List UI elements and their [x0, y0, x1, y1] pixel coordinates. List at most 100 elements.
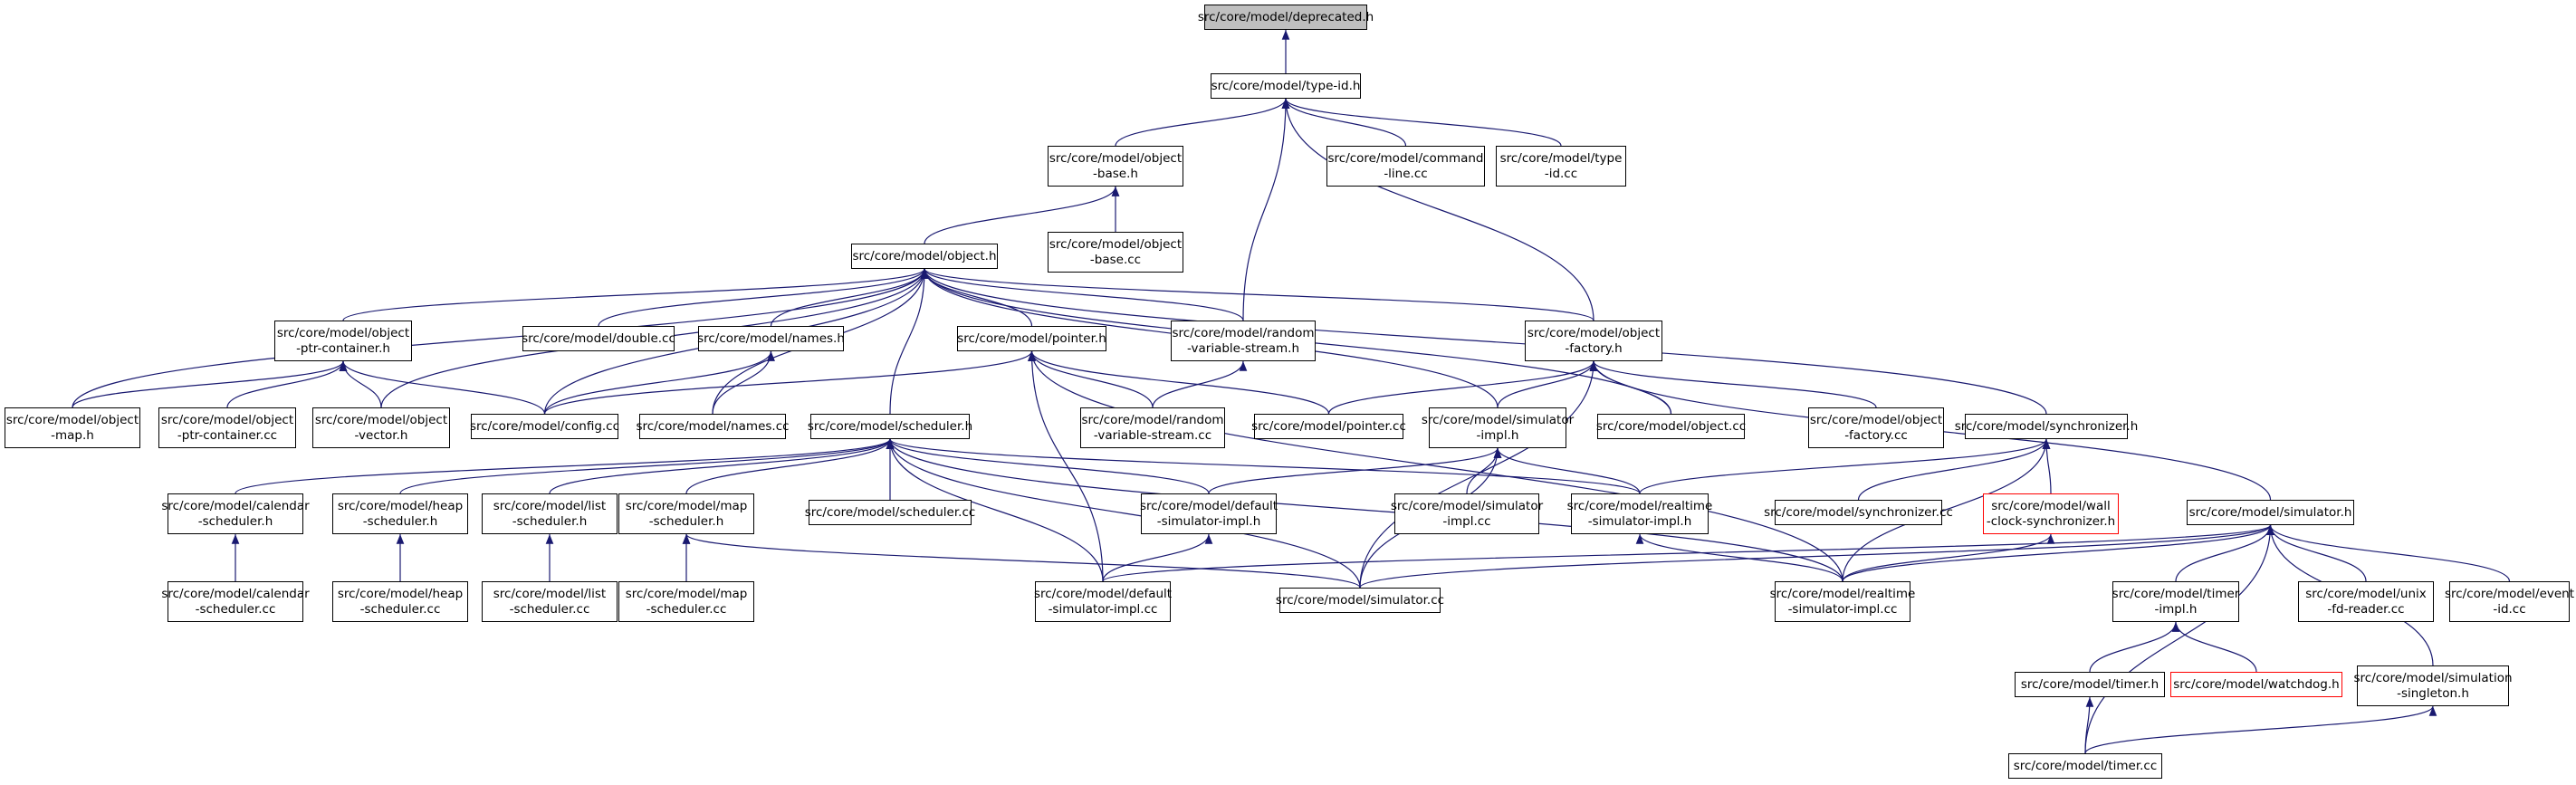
edge-event-id-cc-to-simulator-h — [2266, 524, 2511, 582]
node-label-line: src/core/model/command — [1327, 150, 1484, 166]
node-label-line: -factory.cc — [1844, 427, 1908, 443]
node-calendar-scheduler-h[interactable]: src/core/model/calendar-scheduler.h — [161, 493, 310, 534]
node-label-line: src/core/model/random — [1172, 325, 1315, 340]
edge-realtime-simulator-impl-cc-to-pointer-h — [1028, 350, 1843, 582]
node-synchronizer-h[interactable]: src/core/model/synchronizer.h — [1955, 414, 2138, 439]
edge-object-map-h-to-object-h — [72, 268, 929, 408]
node-object-base-h[interactable]: src/core/model/object-base.h — [1048, 146, 1183, 187]
node-type-id-cc[interactable]: src/core/model/type-id.cc — [1496, 146, 1626, 187]
edge-list-scheduler-h-to-scheduler-h — [549, 438, 895, 494]
node-pointer-h[interactable]: src/core/model/pointer.h — [957, 326, 1106, 351]
node-pointer-cc[interactable]: src/core/model/pointer.cc — [1251, 414, 1406, 439]
node-label-line: -impl.h — [2154, 601, 2198, 617]
edge-names-cc-to-names-h — [712, 350, 775, 415]
node-label-line: src/core/model/object.h — [852, 248, 997, 263]
node-random-variable-stream-h[interactable]: src/core/model/random-variable-stream.h — [1171, 321, 1316, 361]
node-timer-impl-h[interactable]: src/core/model/timer-impl.h — [2112, 581, 2239, 622]
node-object-map-h[interactable]: src/core/model/object-map.h — [5, 407, 140, 448]
node-object-ptr-container-cc[interactable]: src/core/model/object-ptr-container.cc — [158, 407, 296, 448]
edge-realtime-simulator-impl-cc-to-simulator-h — [1842, 524, 2274, 582]
node-default-simulator-impl-cc[interactable]: src/core/model/default-simulator-impl.cc — [1034, 581, 1172, 622]
node-label-line: src/core/model/object — [160, 412, 294, 427]
edge-default-simulator-impl-cc-to-default-simulator-impl-h — [1102, 533, 1213, 582]
node-type-id-h[interactable]: src/core/model/type-id.h — [1211, 73, 1361, 99]
node-object-ptr-container-h[interactable]: src/core/model/object-ptr-container.h — [274, 321, 412, 361]
node-label-line: -scheduler.cc — [646, 601, 727, 617]
edge-random-variable-stream-cc-to-random-variable-stream-h — [1152, 360, 1248, 408]
node-label-line: src/core/model/object — [1527, 325, 1661, 340]
node-map-scheduler-cc[interactable]: src/core/model/map-scheduler.cc — [618, 581, 754, 622]
node-simulator-h[interactable]: src/core/model/simulator.h — [2187, 500, 2354, 525]
edge-double-cc-to-object-h — [598, 268, 929, 327]
edge-map-scheduler-h-to-scheduler-h — [685, 438, 895, 494]
node-label-line: src/core/model/default — [1139, 498, 1278, 513]
node-simulator-impl-cc[interactable]: src/core/model/simulator-impl.cc — [1391, 493, 1543, 534]
node-object-cc[interactable]: src/core/model/object.cc — [1596, 414, 1746, 439]
edge-random-variable-stream-h-to-type-id-h — [1242, 98, 1290, 321]
node-double-cc[interactable]: src/core/model/double.cc — [522, 326, 675, 351]
node-label-line: src/core/model/map — [625, 498, 748, 513]
edge-simulator-cc-to-simulator-h — [1359, 524, 2274, 589]
edge-config-cc-to-pointer-h — [543, 350, 1036, 415]
node-event-id-cc[interactable]: src/core/model/event-id.cc — [2445, 581, 2574, 622]
node-unix-fd-reader-cc[interactable]: src/core/model/unix-fd-reader.cc — [2298, 581, 2434, 622]
edge-calendar-scheduler-h-to-scheduler-h — [235, 438, 895, 494]
node-realtime-simulator-impl-cc[interactable]: src/core/model/realtime-simulator-impl.c… — [1770, 581, 1915, 622]
node-heap-scheduler-cc[interactable]: src/core/model/heap-scheduler.cc — [332, 581, 468, 622]
edge-default-simulator-impl-h-to-scheduler-h — [886, 438, 1210, 494]
node-label-line: src/core/model/names.h — [697, 330, 845, 346]
node-wall-clock-synchronizer-h[interactable]: src/core/model/wall-clock-synchronizer.h — [1983, 493, 2119, 534]
node-timer-h[interactable]: src/core/model/timer.h — [2015, 672, 2165, 697]
node-calendar-scheduler-cc[interactable]: src/core/model/calendar-scheduler.cc — [161, 581, 310, 622]
node-simulator-impl-h[interactable]: src/core/model/simulator-impl.h — [1422, 407, 1574, 448]
node-realtime-simulator-impl-h[interactable]: src/core/model/realtime-simulator-impl.h — [1567, 493, 1712, 534]
node-names-h[interactable]: src/core/model/names.h — [697, 326, 845, 351]
node-map-scheduler-h[interactable]: src/core/model/map-scheduler.h — [618, 493, 754, 534]
node-label-line: -fd-reader.cc — [2327, 601, 2405, 617]
node-timer-cc[interactable]: src/core/model/timer.cc — [2008, 753, 2162, 779]
node-label-line: -ptr-container.h — [296, 340, 390, 356]
edge-wall-clock-synchronizer-h-to-synchronizer-h — [2042, 438, 2052, 494]
node-label-line: src/core/model/deprecated.h — [1197, 9, 1374, 24]
node-label-line: -impl.h — [1476, 427, 1519, 443]
edge-simulator-cc-to-scheduler-h — [886, 438, 1361, 589]
node-object-h[interactable]: src/core/model/object.h — [851, 244, 998, 269]
edge-watchdog-h-to-timer-impl-h — [2171, 621, 2257, 673]
node-object-base-cc[interactable]: src/core/model/object-base.cc — [1048, 232, 1183, 273]
edge-object-ptr-container-cc-to-object-ptr-container-h — [226, 360, 348, 408]
node-object-factory-h[interactable]: src/core/model/object-factory.h — [1525, 321, 1662, 361]
edge-realtime-simulator-impl-cc-to-scheduler-h — [886, 438, 1843, 582]
node-label-line: src/core/model/simulator.cc — [1275, 592, 1445, 608]
node-simulator-cc[interactable]: src/core/model/simulator.cc — [1275, 588, 1445, 613]
node-scheduler-cc[interactable]: src/core/model/scheduler.cc — [805, 500, 975, 525]
node-heap-scheduler-h[interactable]: src/core/model/heap-scheduler.h — [332, 493, 468, 534]
node-list-scheduler-cc[interactable]: src/core/model/list-scheduler.cc — [482, 581, 618, 622]
node-object-factory-cc[interactable]: src/core/model/object-factory.cc — [1808, 407, 1944, 448]
edge-config-cc-to-object-ptr-container-h — [339, 360, 546, 415]
node-names-cc[interactable]: src/core/model/names.cc — [636, 414, 790, 439]
node-label-line: src/core/model/pointer.cc — [1251, 418, 1406, 434]
node-label-line: src/core/model/scheduler.cc — [804, 504, 976, 520]
node-list-scheduler-h[interactable]: src/core/model/list-scheduler.h — [482, 493, 618, 534]
node-default-simulator-impl-h[interactable]: src/core/model/default-simulator-impl.h — [1139, 493, 1278, 534]
edge-pointer-cc-to-object-factory-h — [1327, 360, 1598, 415]
node-label-line: src/core/model/event — [2444, 586, 2575, 601]
node-scheduler-h[interactable]: src/core/model/scheduler.h — [808, 414, 972, 439]
node-synchronizer-cc[interactable]: src/core/model/synchronizer.cc — [1764, 500, 1953, 525]
node-label-line: src/core/model/random — [1081, 412, 1224, 427]
edge-config-cc-to-names-h — [543, 350, 775, 415]
node-label-line: -variable-stream.h — [1187, 340, 1299, 356]
node-random-variable-stream-cc[interactable]: src/core/model/random-variable-stream.cc — [1080, 407, 1225, 448]
node-label-line: -base.h — [1093, 166, 1138, 181]
node-label-line: -simulator-impl.cc — [1048, 601, 1158, 617]
node-label-line: src/core/model/list — [493, 498, 607, 513]
edge-timer-cc-to-timer-h — [2084, 696, 2094, 754]
node-command-line-cc[interactable]: src/core/model/command-line.cc — [1326, 146, 1485, 187]
node-label-line: src/core/model/simulation — [2353, 670, 2513, 685]
node-simulation-singleton-h[interactable]: src/core/model/simulation-singleton.h — [2354, 665, 2513, 706]
node-object-vector-h[interactable]: src/core/model/object-vector.h — [312, 407, 450, 448]
node-config-cc[interactable]: src/core/model/config.cc — [470, 414, 619, 439]
node-label-line: src/core/model/synchronizer.cc — [1764, 504, 1953, 520]
node-watchdog-h[interactable]: src/core/model/watchdog.h — [2170, 672, 2342, 697]
